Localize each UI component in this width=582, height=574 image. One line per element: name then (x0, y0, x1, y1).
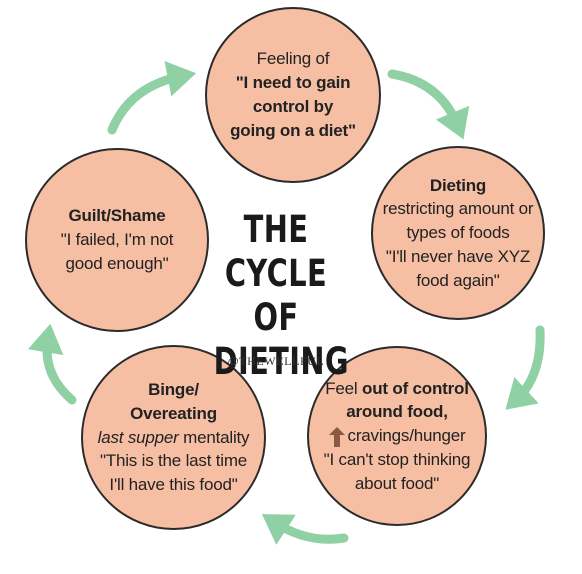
stage-text: cravings/hunger (347, 426, 466, 446)
arrow-right-to-bottom-right (505, 325, 545, 410)
stage-text: Feeling of (256, 49, 330, 69)
stage-text-italic: last supper (97, 427, 179, 447)
stage-text: food again" (416, 270, 500, 290)
stage-text: good enough" (65, 253, 169, 273)
stage-text: "I need to gain (235, 73, 351, 93)
stage-text: about food" (354, 473, 440, 493)
stage-text: "I can't stop thinking (323, 449, 471, 469)
stage-text: "This is the last time (99, 451, 248, 471)
stage-feeling-of-control: Feeling of "I need to gain control by go… (205, 7, 381, 183)
title-line: THE (243, 208, 309, 251)
stage-heading: Guilt/Shame (68, 206, 166, 226)
stage-binge-overeating: Binge/ Overeating last supper mentality … (81, 345, 266, 530)
stage-text: "I failed, I'm not (60, 230, 174, 250)
stage-heading: Binge/ (148, 380, 199, 399)
stage-text: control by (252, 97, 334, 116)
stage-text: "I'll never have XYZ (385, 246, 531, 266)
stage-guilt-shame: Guilt/Shame "I failed, I'm not good enou… (25, 148, 209, 332)
stage-text-pre: Feel (325, 378, 363, 398)
title-line: CYCLE OF (224, 252, 328, 339)
author-handle: @THEWELLFUL (227, 354, 325, 368)
stage-text: last supper mentality (98, 426, 250, 450)
stage-heading: Overeating (130, 403, 217, 423)
stage-heading: Dieting (429, 175, 487, 195)
stage-out-of-control: Feel out of control around food, craving… (307, 346, 487, 526)
arrow-bottom-right-to-bottom-left (261, 514, 349, 545)
arrow-top-to-right (387, 69, 470, 140)
stage-text: I'll have this food" (109, 475, 238, 495)
title-line: DIETING (213, 340, 350, 383)
stage-text: going on a diet" (230, 120, 356, 140)
stage-text-bold: around food, (346, 402, 448, 422)
arrow-bottom-left-to-left (27, 323, 77, 405)
stage-text: restricting amount or (382, 199, 534, 219)
stage-text-bold: out of control (362, 378, 469, 398)
stage-text: types of foods (406, 223, 510, 243)
stage-dieting: Dieting restricting amount or types of f… (371, 146, 545, 320)
stage-text-rest: mentality (178, 427, 250, 447)
arrow-left-to-top (107, 61, 197, 135)
stage-text-with-icon: cravings/hunger (328, 424, 466, 448)
diagram-title: THE CYCLE OF DIETING (213, 208, 350, 384)
stage-text: Feel out of control (325, 377, 469, 401)
up-arrow-icon (328, 426, 345, 447)
